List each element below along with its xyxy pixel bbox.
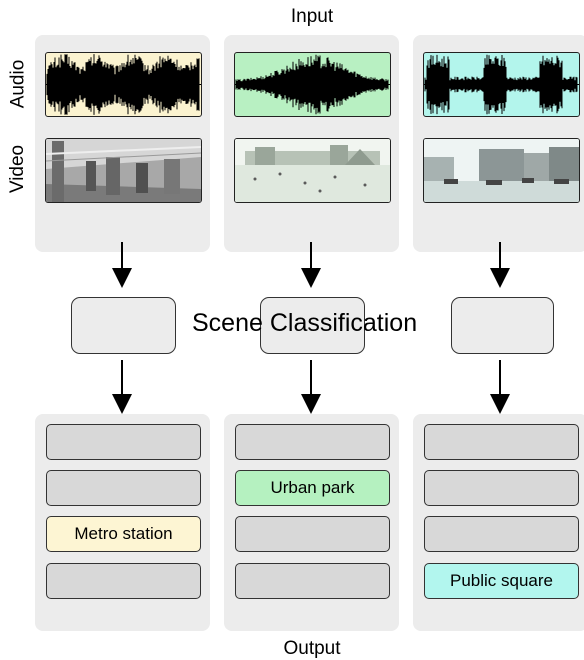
class-slot-empty (235, 516, 390, 552)
class-slot-empty (424, 516, 579, 552)
scene-classification-title: Scene Classification (192, 309, 418, 337)
class-slot-empty (424, 470, 579, 506)
output-label: Output (283, 638, 341, 659)
class-label-public-square: Public square (424, 563, 579, 599)
video-frame-metro (45, 138, 202, 203)
classifier-box-2 (260, 297, 365, 354)
class-label-metro-station: Metro station (46, 516, 201, 552)
class-slot-empty (46, 424, 201, 460)
class-slot-empty (46, 563, 201, 599)
audio-waveform-2 (234, 52, 391, 117)
class-slot-empty (235, 563, 390, 599)
class-slot-empty (235, 424, 390, 460)
audio-waveform-1 (45, 52, 202, 117)
class-label-urban-park: Urban park (235, 470, 390, 506)
classifier-box-1 (71, 297, 176, 354)
video-frame-street (423, 138, 580, 203)
audio-waveform-3 (423, 52, 580, 117)
input-label: Input (290, 6, 334, 27)
video-frame-plaza (234, 138, 391, 203)
class-slot-empty (424, 424, 579, 460)
classifier-box-3 (451, 297, 554, 354)
class-slot-empty (46, 470, 201, 506)
